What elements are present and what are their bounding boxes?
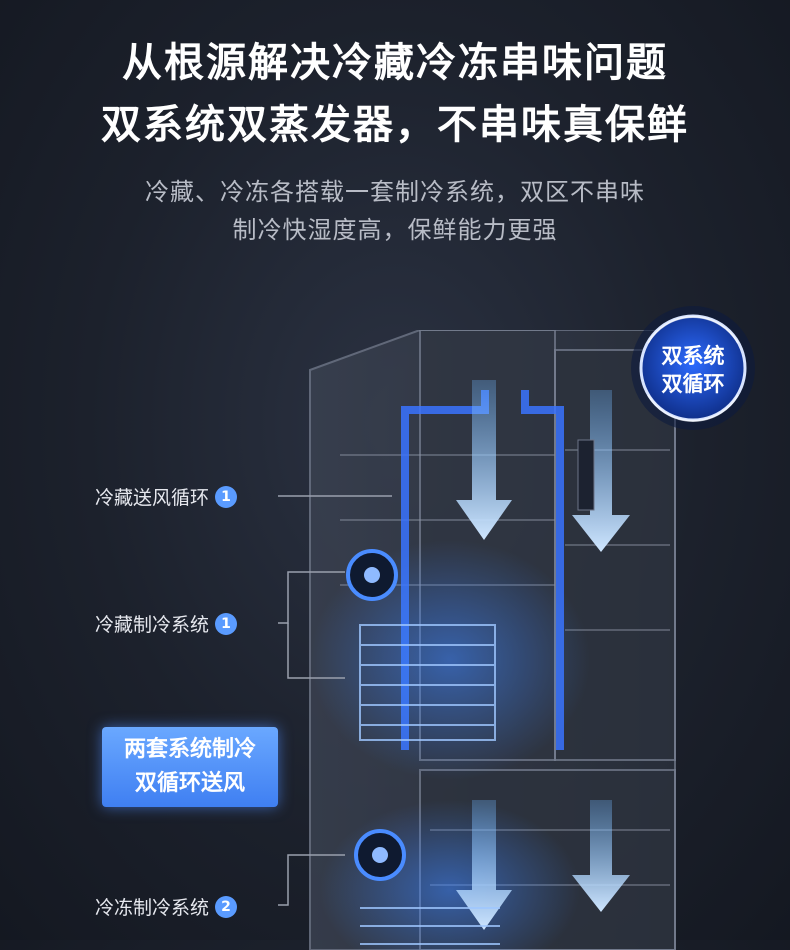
number-badge: 2 xyxy=(215,895,238,918)
dual-system-seal xyxy=(631,306,755,430)
highlight-box: 两套系统制冷 双循环送风 xyxy=(102,727,278,807)
seal-line-2: 双循环 xyxy=(661,372,725,396)
callout-freezer-system: 冷冻制冷系统 2 xyxy=(95,893,238,920)
number-badge: 1 xyxy=(215,485,238,508)
callout-label: 冷冻制冷系统 xyxy=(95,897,210,919)
headline-line-2: 双系统双蒸发器，不串味真保鲜 xyxy=(101,102,689,148)
callout-refrigeration-airflow: 冷藏送风循环 1 xyxy=(95,483,238,510)
subtitle-line-1: 冷藏、冷冻各搭载一套制冷系统，双区不串味 xyxy=(145,178,645,206)
headline-line-1: 从根源解决冷藏冷冻串味问题 xyxy=(122,40,668,86)
callout-label: 冷藏送风循环 xyxy=(95,487,210,509)
highlight-line-1: 两套系统制冷 xyxy=(123,737,256,762)
seal-line-1: 双系统 xyxy=(661,344,725,368)
highlight-line-2: 双循环送风 xyxy=(134,771,245,796)
callout-refrigeration-system: 冷藏制冷系统 1 xyxy=(95,610,238,637)
fridge-illustration xyxy=(309,330,676,950)
callout-label: 冷藏制冷系统 xyxy=(95,614,210,636)
number-badge: 1 xyxy=(215,612,238,635)
subtitle-line-2: 制冷快湿度高，保鲜能力更强 xyxy=(232,216,558,244)
